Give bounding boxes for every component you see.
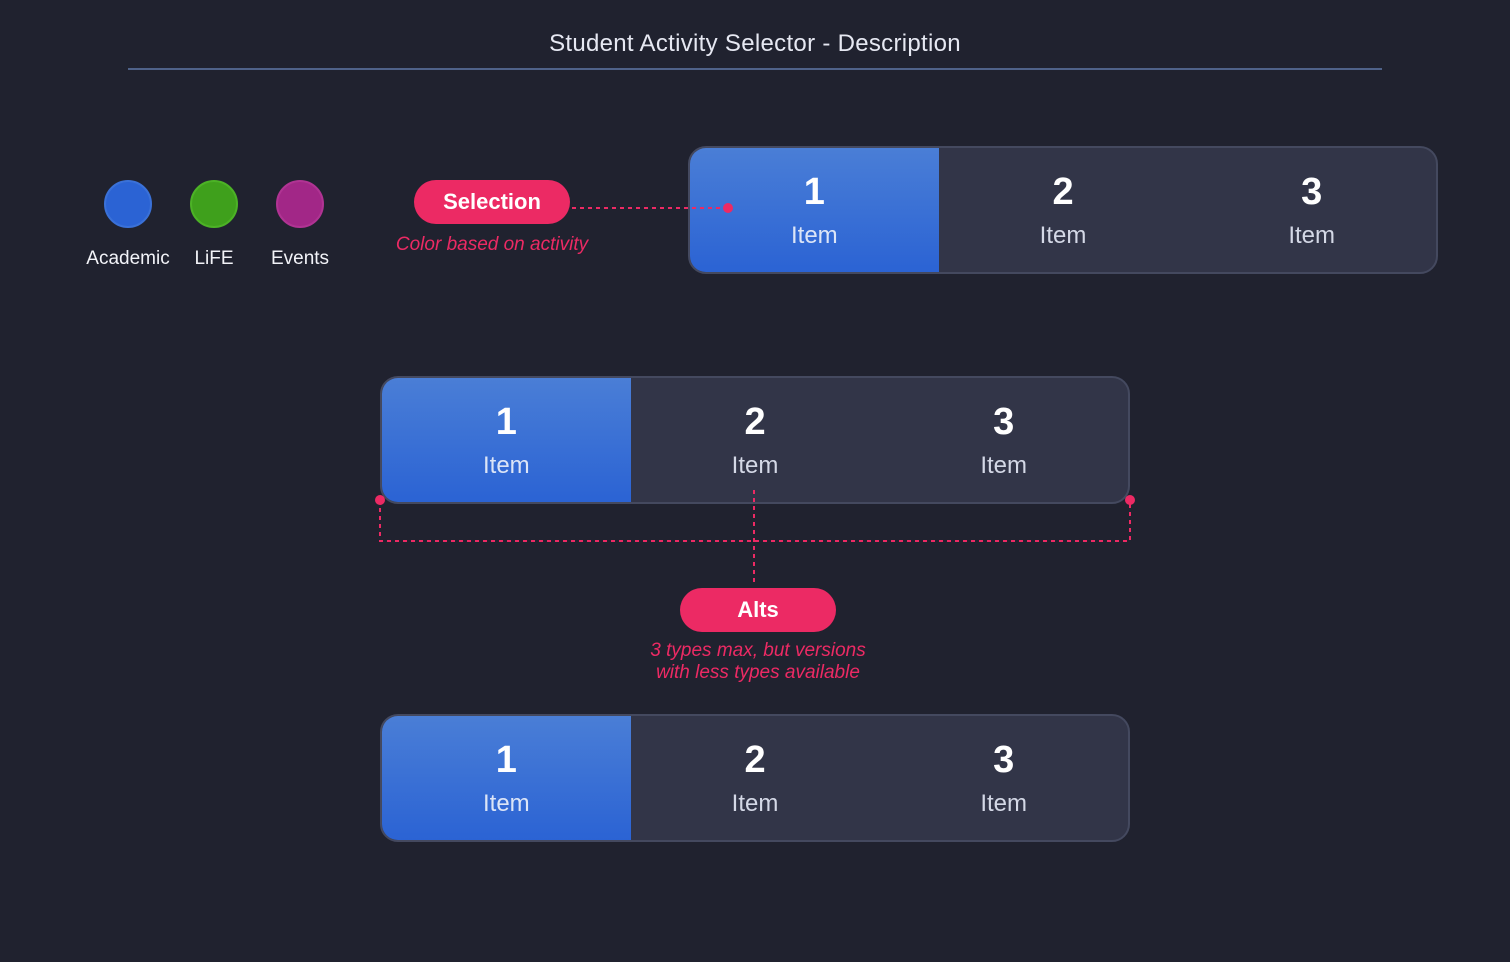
page-title: Student Activity Selector - Description bbox=[549, 30, 961, 57]
segment-number: 2 bbox=[744, 739, 766, 781]
alts-callout-pill: Alts bbox=[680, 588, 836, 632]
segment-label: Item bbox=[980, 452, 1028, 479]
selector-segment-2[interactable]: 2 Item bbox=[631, 378, 880, 502]
academic-color-swatch bbox=[104, 180, 152, 228]
life-color-swatch bbox=[190, 180, 238, 228]
segment-label: Item bbox=[482, 452, 530, 479]
segment-label: Item bbox=[980, 790, 1028, 817]
alts-note-line-1: 3 types max, but versions bbox=[650, 640, 866, 661]
selection-callout-note: Color based on activity bbox=[395, 234, 589, 255]
selector-segment-2[interactable]: 2 Item bbox=[939, 148, 1188, 272]
alts-callout-note: 3 types max, but versions with less type… bbox=[596, 640, 920, 684]
segment-label: Item bbox=[1288, 222, 1336, 249]
events-color-swatch bbox=[276, 180, 324, 228]
segment-label: Item bbox=[1039, 222, 1087, 249]
segment-number: 3 bbox=[1301, 171, 1323, 213]
segment-number: 3 bbox=[993, 739, 1015, 781]
events-label: Events bbox=[270, 248, 330, 269]
alts-bracket bbox=[379, 500, 1131, 542]
activity-selector-alt-2: 1 Item 2 Item 3 Item bbox=[380, 714, 1130, 842]
academic-label: Academic bbox=[86, 248, 170, 269]
selector-segment-3[interactable]: 3 Item bbox=[879, 716, 1128, 840]
segment-label: Item bbox=[731, 452, 779, 479]
alts-note-line-2: with less types available bbox=[656, 662, 860, 683]
segment-label: Item bbox=[790, 222, 838, 249]
segment-number: 1 bbox=[495, 401, 517, 443]
selector-segment-2[interactable]: 2 Item bbox=[631, 716, 880, 840]
selector-segment-3[interactable]: 3 Item bbox=[879, 378, 1128, 502]
selector-segment-1[interactable]: 1 Item bbox=[690, 148, 939, 272]
segment-number: 3 bbox=[993, 401, 1015, 443]
selector-segment-1[interactable]: 1 Item bbox=[382, 378, 631, 502]
activity-selector-primary: 1 Item 2 Item 3 Item bbox=[688, 146, 1438, 274]
title-divider bbox=[128, 68, 1382, 70]
segment-number: 1 bbox=[495, 739, 517, 781]
selector-segment-1[interactable]: 1 Item bbox=[382, 716, 631, 840]
segment-number: 2 bbox=[744, 401, 766, 443]
selection-callout-pill: Selection bbox=[414, 180, 570, 224]
segment-number: 1 bbox=[803, 171, 825, 213]
life-label: LiFE bbox=[194, 248, 234, 269]
segment-label: Item bbox=[482, 790, 530, 817]
selector-segment-3[interactable]: 3 Item bbox=[1187, 148, 1436, 272]
segment-label: Item bbox=[731, 790, 779, 817]
activity-selector-alt-1: 1 Item 2 Item 3 Item bbox=[380, 376, 1130, 504]
segment-number: 2 bbox=[1052, 171, 1074, 213]
